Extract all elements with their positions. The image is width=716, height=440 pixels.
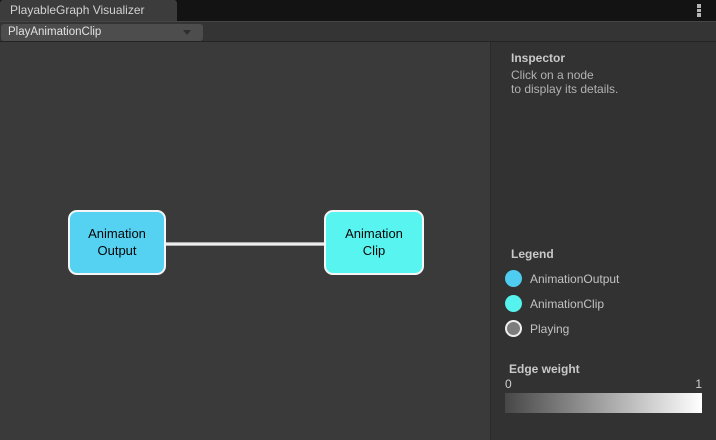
legend-item-animation-clip: AnimationClip (505, 295, 604, 312)
graph-selector-dropdown[interactable]: PlayAnimationClip (1, 24, 203, 41)
node-label-line: Clip (362, 242, 386, 258)
graph-edge (166, 242, 324, 246)
inspector-title: Inspector (511, 51, 566, 65)
legend-title: Legend (511, 247, 554, 261)
node-label-line: Animation (345, 226, 403, 241)
edge-weight-title: Edge weight (509, 362, 580, 376)
graph-canvas[interactable]: Animation Output Animation Clip (0, 42, 490, 440)
legend-item-animation-output: AnimationOutput (505, 270, 619, 287)
legend-label: AnimationOutput (530, 271, 620, 286)
edge-weight-min-label: 0 (505, 377, 512, 391)
chevron-down-icon (183, 30, 191, 35)
node-label-line: Animation (88, 226, 146, 241)
node-animation-clip[interactable]: Animation Clip (324, 210, 424, 275)
edge-weight-gradient (505, 393, 702, 413)
node-animation-output[interactable]: Animation Output (68, 210, 166, 275)
legend-swatch-animation-output (505, 270, 522, 287)
window-tab-strip: PlayableGraph Visualizer (0, 0, 716, 21)
inspector-panel: Inspector Click on a node to display its… (490, 42, 716, 440)
inspector-hint-line2: to display its details. (511, 82, 619, 96)
node-label-line: Output (97, 242, 137, 258)
legend-swatch-playing (505, 320, 522, 337)
legend-swatch-animation-clip (505, 295, 522, 312)
edge-weight-max-label: 1 (695, 377, 702, 391)
inspector-hint-line1: Click on a node (511, 68, 594, 82)
tab-playablegraph-visualizer[interactable]: PlayableGraph Visualizer (0, 0, 177, 21)
legend-item-playing: Playing (505, 320, 569, 337)
legend-label: AnimationClip (530, 296, 605, 311)
edge-weight-scale: 0 1 (505, 377, 702, 391)
tab-title: PlayableGraph Visualizer (10, 3, 145, 17)
inspector-hint: Click on a node to display its details. (511, 68, 618, 96)
legend-label: Playing (530, 321, 570, 336)
kebab-menu-icon[interactable] (697, 4, 701, 17)
graph-selector-value: PlayAnimationClip (8, 26, 102, 38)
toolbar: PlayAnimationClip (0, 21, 716, 42)
